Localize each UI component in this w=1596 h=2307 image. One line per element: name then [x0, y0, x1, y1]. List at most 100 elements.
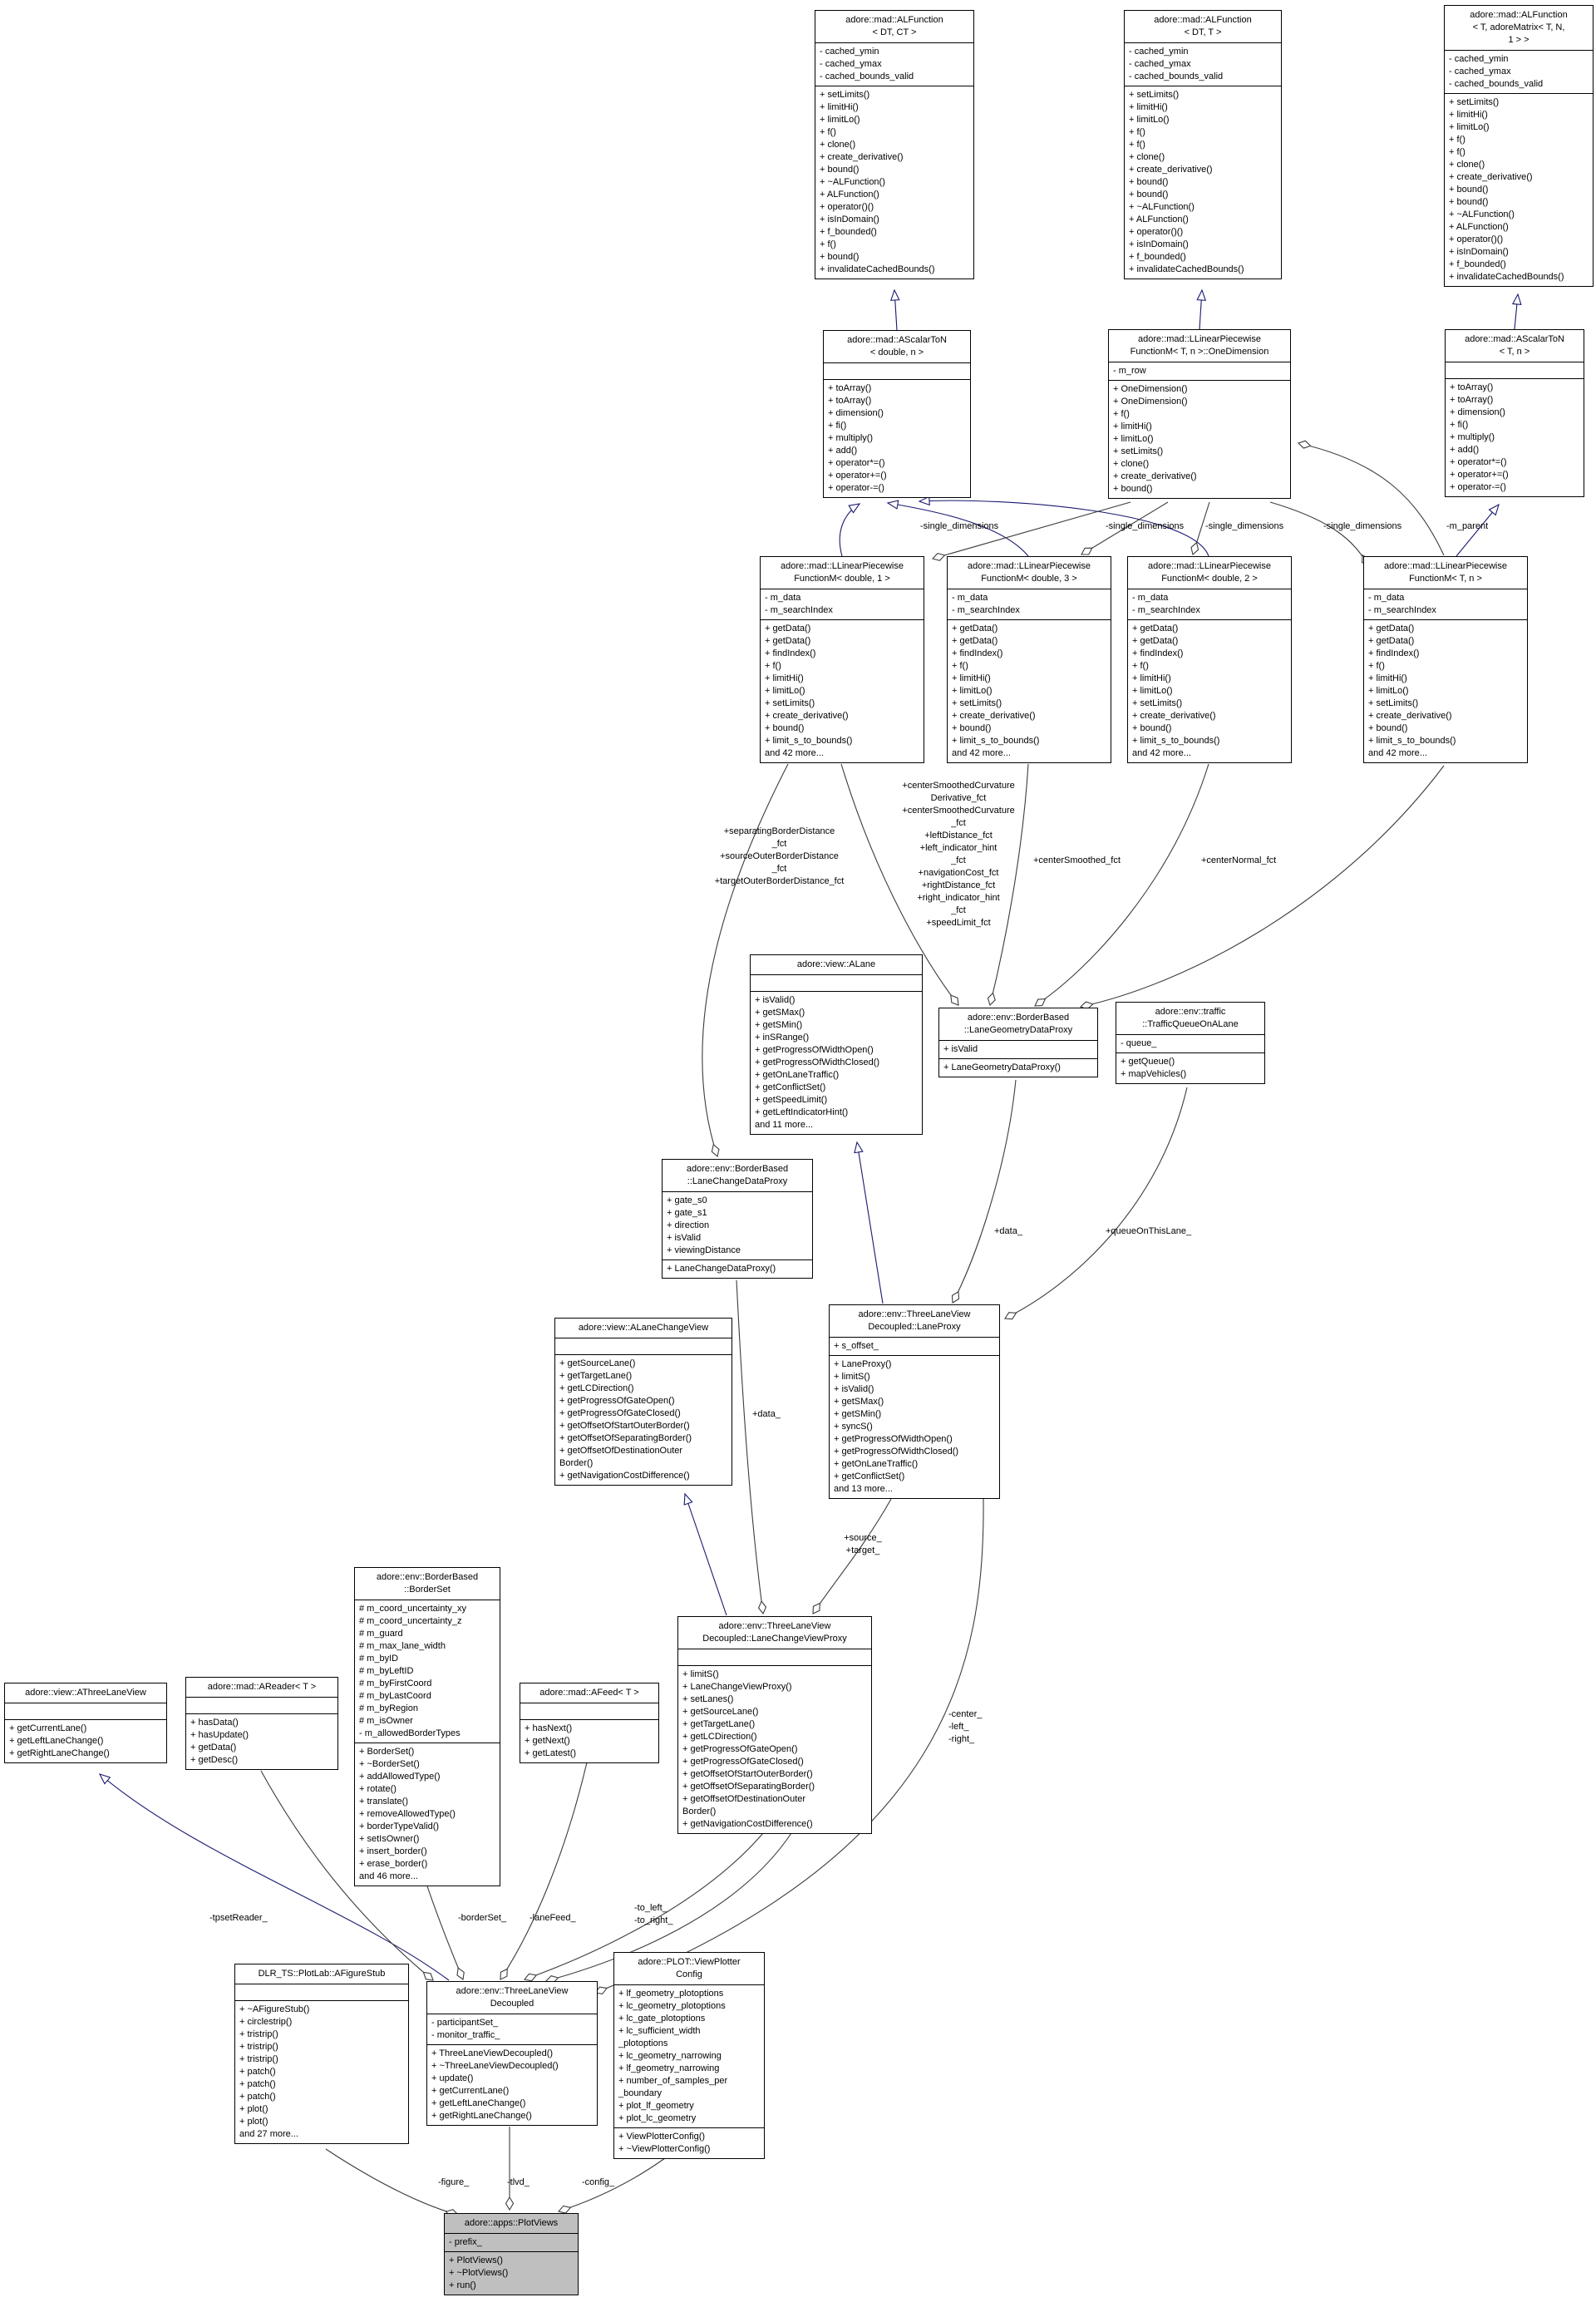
- inheritance-laneproxy-alane: [854, 1141, 884, 1304]
- class-attributes: [520, 1703, 658, 1720]
- class-box-alfunction-matrix[interactable]: adore::mad::ALFunction < T, adoreMatrix<…: [1444, 5, 1594, 287]
- class-attributes: - cached_ymin - cached_ymax - cached_bou…: [1445, 51, 1593, 94]
- aggregation-trafficqueue-laneproxy: [1005, 1087, 1188, 1319]
- class-methods: + getData() + getData() + findIndex() + …: [1368, 624, 1456, 758]
- class-methods: + LaneGeometryDataProxy(): [943, 1062, 1061, 1072]
- class-methods: + limitS() + LaneChangeViewProxy() + set…: [682, 1669, 815, 1829]
- class-box-alfunction-dt-t[interactable]: adore::mad::ALFunction < DT, T > - cache…: [1124, 10, 1282, 279]
- class-attributes: + lf_geometry_plotoptions + lc_geometry_…: [614, 1985, 764, 2128]
- edge-label-config: -config_: [582, 2177, 615, 2187]
- edge-label-data-1: +data_: [994, 1226, 1022, 1236]
- inheritance-lpfm-d3-ascalarton-double: [886, 500, 1029, 557]
- aggregation-lanechangeviewproxy-threelaneviewdecoupled-left: [525, 1832, 764, 1979]
- class-box-lpfm-double-2[interactable]: adore::mad::LLinearPiecewise FunctionM< …: [1127, 556, 1292, 763]
- aggregation-laneproxy-lanechangeviewproxy: [813, 1498, 892, 1614]
- class-attributes: - cached_ymin - cached_ymax - cached_bou…: [1125, 43, 1281, 86]
- class-attributes: [824, 363, 970, 380]
- class-box-alfunction-dt-ct[interactable]: adore::mad::ALFunction < DT, CT > - cach…: [815, 10, 974, 279]
- aggregation-areader-threelaneviewdecoupled: [260, 1770, 433, 1980]
- aggregation-afigurestub-plotviews: [325, 2148, 458, 2215]
- class-attributes: - queue_: [1116, 1035, 1264, 1053]
- class-methods: + ~AFigureStub() + circlestrip() + trist…: [239, 2004, 310, 2139]
- class-box-lpfm-t-n[interactable]: adore::mad::LLinearPiecewise FunctionM< …: [1363, 556, 1528, 763]
- edge-label-single-dimensions-4: -single_dimensions: [1323, 521, 1402, 531]
- class-box-threelaneviewdecoupled[interactable]: adore::env::ThreeLaneView Decoupled - pa…: [426, 1981, 598, 2126]
- class-title: DLR_TS::PlotLab::AFigureStub: [235, 1964, 408, 1984]
- class-attributes: - m_data - m_searchIndex: [761, 589, 924, 620]
- edge-label-source-target: +source_ +target_: [844, 1533, 882, 1555]
- class-title: adore::mad::LLinearPiecewise FunctionM< …: [761, 557, 924, 589]
- class-title: adore::mad::AScalarToN < double, n >: [824, 331, 970, 363]
- edge-label-center-normal-fct: +centerNormal_fct: [1201, 855, 1277, 865]
- class-box-lanegeometrydataproxy[interactable]: adore::env::BorderBased ::LaneGeometryDa…: [938, 1008, 1098, 1077]
- class-box-athreelaneview[interactable]: adore::view::AThreeLaneView + getCurrent…: [4, 1683, 167, 1763]
- class-methods: + ViewPlotterConfig() + ~ViewPlotterConf…: [618, 2132, 711, 2154]
- class-title: adore::mad::LLinearPiecewise FunctionM< …: [1109, 330, 1290, 362]
- class-title: adore::PLOT::ViewPlotter Config: [614, 1953, 764, 1985]
- class-title: adore::env::ThreeLaneView Decoupled::Lan…: [678, 1617, 871, 1649]
- class-attributes: + isValid: [939, 1041, 1097, 1059]
- aggregation-lpfm-d1-lanechangedataproxy: [702, 763, 789, 1156]
- class-attributes: [678, 1649, 871, 1666]
- class-title: adore::mad::LLinearPiecewise FunctionM< …: [1128, 557, 1291, 589]
- class-attributes: - cached_ymin - cached_ymax - cached_bou…: [815, 43, 973, 86]
- aggregation-afeed-threelaneviewdecoupled: [500, 1762, 588, 1979]
- edge-label-figure: -figure_: [438, 2177, 470, 2187]
- class-title: adore::env::BorderBased ::LaneChangeData…: [663, 1160, 812, 1192]
- class-methods: + hasNext() + getNext() + getLatest(): [525, 1723, 577, 1758]
- class-attributes: - m_row: [1109, 362, 1290, 381]
- class-box-lanechangeviewproxy[interactable]: adore::env::ThreeLaneView Decoupled::Lan…: [677, 1616, 872, 1834]
- class-title: adore::view::ALane: [751, 955, 922, 975]
- inheritance-lpfm-tn-ascalarton-t: [1456, 503, 1500, 557]
- class-box-afigurestub[interactable]: DLR_TS::PlotLab::AFigureStub + ~AFigureS…: [234, 1964, 409, 2144]
- class-box-afeed[interactable]: adore::mad::AFeed< T > + hasNext() + get…: [520, 1683, 659, 1763]
- class-box-areader[interactable]: adore::mad::AReader< T > + hasData() + h…: [185, 1677, 338, 1770]
- class-box-alane[interactable]: adore::view::ALane + isValid() + getSMax…: [750, 954, 923, 1135]
- class-attributes: # m_coord_uncertainty_xy # m_coord_uncer…: [355, 1600, 500, 1743]
- class-attributes: + gate_s0 + gate_s1 + direction + isVali…: [663, 1192, 812, 1260]
- class-box-viewplotterconfig[interactable]: adore::PLOT::ViewPlotter Config + lf_geo…: [613, 1952, 765, 2159]
- class-methods: + PlotViews() + ~PlotViews() + run(): [445, 2252, 578, 2295]
- edge-label-data-2: +data_: [752, 1409, 781, 1419]
- class-methods: + setLimits() + limitHi() + limitLo() + …: [820, 90, 935, 274]
- class-box-trafficqueueonalane[interactable]: adore::env::traffic ::TrafficQueueOnALan…: [1116, 1002, 1265, 1084]
- class-box-ascalarton-t-n[interactable]: adore::mad::AScalarToN < T, n > + toArra…: [1445, 329, 1584, 497]
- aggregation-lpfm-d2-lanegeometrydataproxy: [1035, 763, 1209, 1006]
- class-title: adore::mad::AReader< T >: [186, 1678, 337, 1698]
- inheritance-ascalarton-double-alfunction-dtct: [889, 288, 900, 331]
- class-box-laneproxy[interactable]: adore::env::ThreeLaneView Decoupled::Lan…: [829, 1304, 1000, 1499]
- edge-label-queue-on-this-lane: +queueOnThisLane_: [1106, 1226, 1192, 1236]
- class-title: adore::env::BorderBased ::BorderSet: [355, 1568, 500, 1600]
- class-box-alanechangeview[interactable]: adore::view::ALaneChangeView + getSource…: [554, 1318, 732, 1486]
- aggregation-lpfm-d3-lanegeometrydataproxy: [990, 763, 1029, 1005]
- class-methods: + toArray() + toArray() + dimension() + …: [1450, 382, 1509, 492]
- class-box-lpfm-double-1[interactable]: adore::mad::LLinearPiecewise FunctionM< …: [760, 556, 924, 763]
- class-attributes: - prefix_: [445, 2234, 578, 2252]
- inheritance-lpfm-d2-ascalarton-double: [918, 495, 1209, 557]
- class-attributes: - m_data - m_searchIndex: [1364, 589, 1527, 620]
- class-methods: + LaneChangeDataProxy(): [667, 1264, 776, 1274]
- class-title: adore::apps::PlotViews: [445, 2214, 578, 2234]
- class-box-plotviews[interactable]: adore::apps::PlotViews - prefix_ + PlotV…: [444, 2213, 579, 2295]
- class-box-ascalarton-double-n[interactable]: adore::mad::AScalarToN < double, n > + t…: [823, 330, 971, 498]
- class-methods: + LaneProxy() + limitS() + isValid() + g…: [834, 1359, 959, 1494]
- class-box-lpfm-double-3[interactable]: adore::mad::LLinearPiecewise FunctionM< …: [947, 556, 1111, 763]
- edge-label-tpset-reader: -tpsetReader_: [209, 1913, 268, 1923]
- class-methods: + OneDimension() + OneDimension() + f() …: [1113, 384, 1197, 494]
- inheritance-ascalarton-t-alfunction-matrix: [1512, 293, 1522, 330]
- aggregation-laneproxy-threelaneviewdecoupled: [595, 1498, 984, 1993]
- class-methods: + setLimits() + limitHi() + limitLo() + …: [1129, 90, 1244, 274]
- class-box-lanechangedataproxy[interactable]: adore::env::BorderBased ::LaneChangeData…: [662, 1159, 813, 1279]
- edge-label-single-dimensions-2: -single_dimensions: [1106, 521, 1185, 531]
- edge-label-separating-border-distances: +separatingBorderDistance _fct +sourceOu…: [714, 826, 845, 886]
- edge-label-center-smoothed-fct: +centerSmoothed_fct: [1033, 855, 1121, 865]
- class-title: adore::env::traffic ::TrafficQueueOnALan…: [1116, 1003, 1264, 1035]
- class-attributes: [235, 1984, 408, 2001]
- class-box-onedimension[interactable]: adore::mad::LLinearPiecewise FunctionM< …: [1108, 329, 1291, 499]
- class-box-borderset[interactable]: adore::env::BorderBased ::BorderSet # m_…: [354, 1567, 500, 1886]
- class-title: adore::view::ALaneChangeView: [555, 1319, 732, 1338]
- inheritance-lanechangeviewproxy-alanechangeview: [683, 1492, 727, 1616]
- class-attributes: [555, 1338, 732, 1355]
